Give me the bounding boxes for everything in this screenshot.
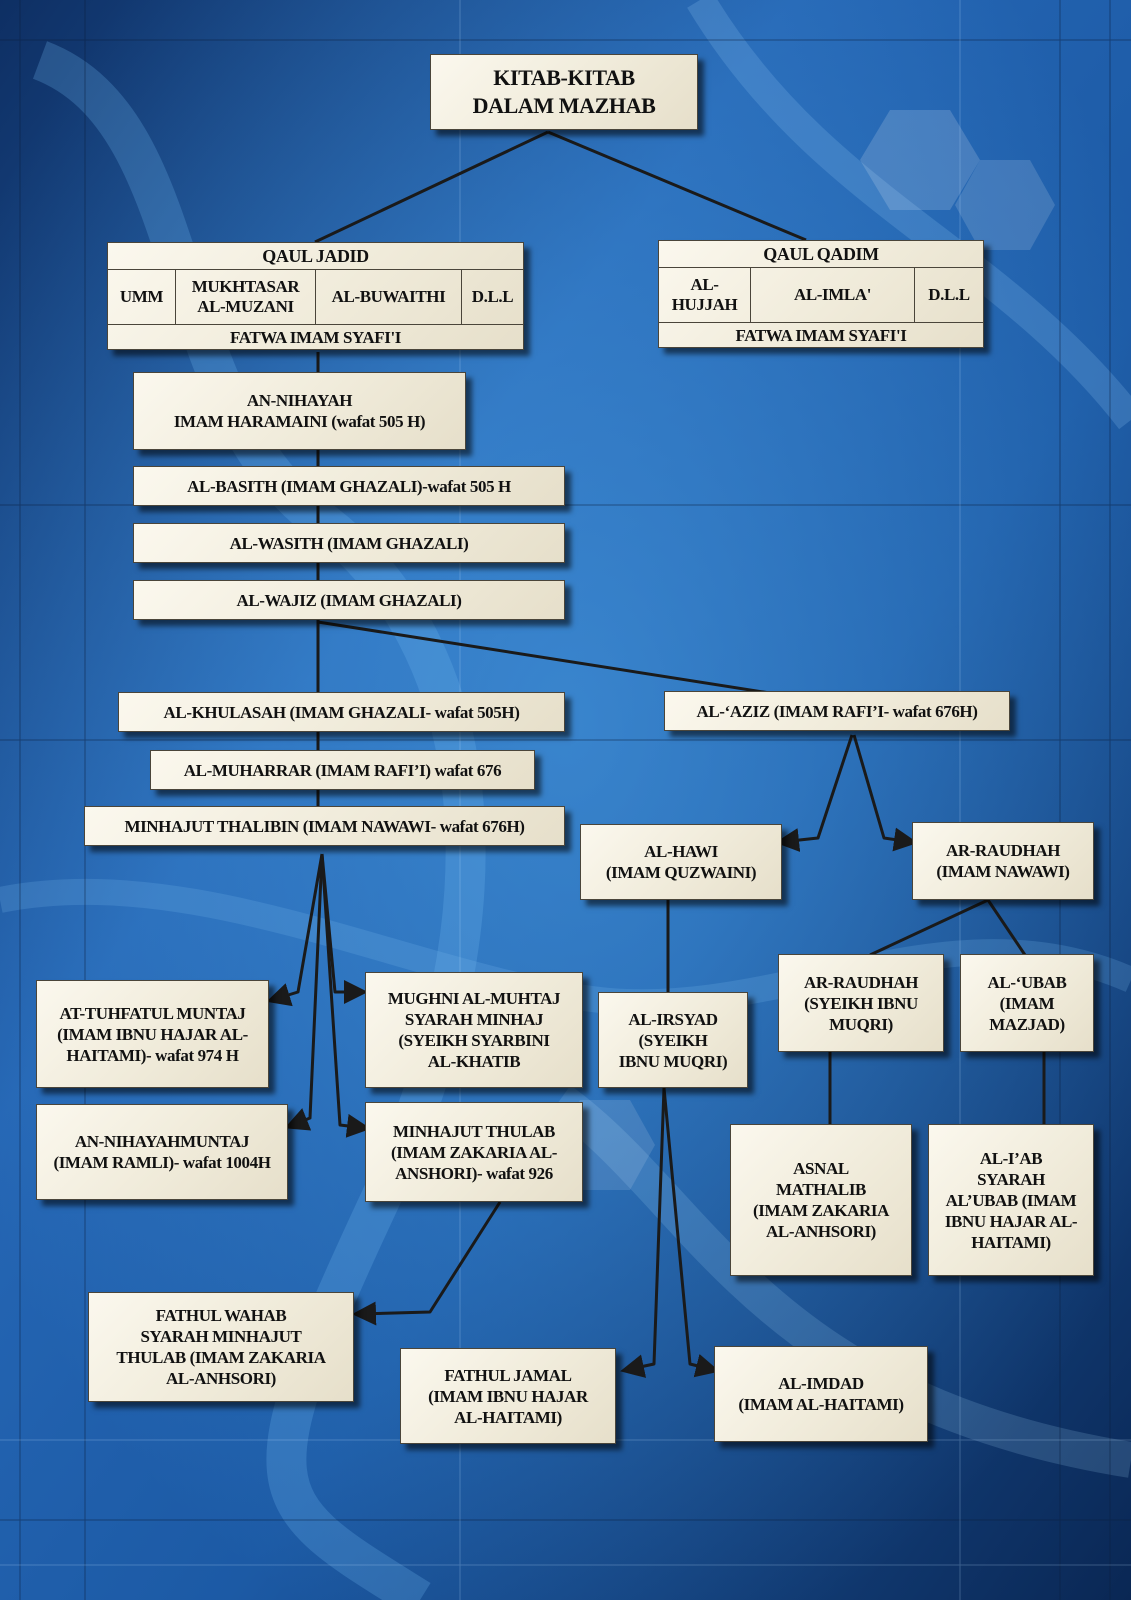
qaul-jadid-cell-umm: UMM <box>108 270 176 324</box>
book-al-aziz: AL-‘AZIZ (IMAM RAFI’I- wafat 676H) <box>664 691 1010 731</box>
book-line: AT-TUHFATUL MUNTAJ <box>59 1003 246 1023</box>
link-raudhah-muqri <box>869 898 989 957</box>
title-line-1: KITAB-KITAB <box>493 65 635 90</box>
book-fathul-jamal: FATHUL JAMAL (IMAM IBNU HAJAR AL-HAITAMI… <box>400 1348 616 1444</box>
book-minhajut-thulab: MINHAJUT THULAB (IMAM ZAKARIA AL- ANSHOR… <box>365 1102 583 1202</box>
book-line: AR-RAUDHAH <box>803 972 919 992</box>
book-mughni-al-muhtaj: MUGHNI AL-MUHTAJ SYARAH MINHAJ (SYEIKH S… <box>365 972 583 1088</box>
book-line: MATHALIB <box>775 1180 866 1199</box>
link-minhaj-thulab <box>320 853 371 1138</box>
book-line: AL-IMDAD <box>778 1374 864 1393</box>
link-thulab-wahab <box>352 1201 502 1326</box>
title-line-2: DALAM MAZHAB <box>472 93 656 118</box>
book-line: AL-‘UBAB <box>987 972 1067 992</box>
qaul-jadid-heading: QAUL JADID <box>108 243 523 270</box>
book-line: AL-ANHSORI) <box>166 1369 276 1388</box>
link-title-qadim <box>547 130 807 242</box>
book-line: (IMAM QUZWAINI) <box>605 863 757 882</box>
book-at-tuhfatul-muntaj: AT-TUHFATUL MUNTAJ (IMAM IBNU HAJAR AL- … <box>36 980 269 1088</box>
book-al-iab: AL-I’AB SYARAH AL’UBAB (IMAM IBNU HAJAR … <box>928 1124 1094 1276</box>
book-al-irsyad: AL-IRSYAD (SYEIKH IBNU MUQRI) <box>598 992 748 1088</box>
book-al-basith: AL-BASITH (IMAM GHAZALI)-wafat 505 H <box>133 466 565 506</box>
book-line: AL-HAWI <box>644 842 718 861</box>
qaul-jadid-cell-buwaithi: AL-BUWAITHI <box>316 270 462 324</box>
book-line: MUQRI) <box>829 1014 893 1034</box>
qaul-jadid-footer: FATWA IMAM SYAFI'I <box>229 328 401 347</box>
diagram-title: KITAB-KITAB DALAM MAZHAB <box>430 54 698 130</box>
book-al-ubab: AL-‘UBAB (IMAM MAZJAD) <box>960 954 1094 1052</box>
link-title-jadid <box>314 130 549 244</box>
book-al-khulasah: AL-KHULASAH (IMAM GHAZALI- wafat 505H) <box>118 692 565 732</box>
book-line: AL-I’AB <box>979 1148 1043 1168</box>
book-line: AL-IRSYAD <box>628 1009 718 1029</box>
book-line: AN-NIHAYAHMUNTAJ <box>74 1132 250 1151</box>
link-irsyad-imdad <box>662 1087 720 1378</box>
book-line: (IMAM RAMLI)- wafat 1004H <box>53 1153 271 1172</box>
book-line: (IMAM <box>999 993 1055 1013</box>
book-line: (IMAM AL-HAITAMI) <box>738 1395 904 1414</box>
book-line: THULAB (IMAM ZAKARIA <box>116 1348 326 1367</box>
link-irsyad-jamal <box>620 1087 666 1378</box>
qaul-qadim-cell-imla: AL-IMLA' <box>751 268 915 322</box>
book-minhajut-thalibin: MINHAJUT THALIBIN (IMAM NAWAWI- wafat 67… <box>84 806 565 846</box>
book-line: (IMAM NAWAWI) <box>936 862 1070 881</box>
link-aziz-raudhah <box>852 734 918 852</box>
book-al-wajiz: AL-WAJIZ (IMAM GHAZALI) <box>133 580 565 620</box>
book-line: IBNU HAJAR AL- <box>944 1211 1078 1231</box>
book-line: HAITAMI)- wafat 974 H <box>66 1045 239 1065</box>
book-line: FATHUL WAHAB <box>155 1306 287 1325</box>
book-line: (IMAM IBNU HAJAR <box>428 1386 588 1406</box>
link-wajiz-aziz <box>317 620 796 699</box>
book-line: AR-RAUDHAH <box>945 841 1061 860</box>
qaul-jadid-cell-dll: D.L.L <box>471 287 514 306</box>
book-line: AL’UBAB (IMAM <box>945 1190 1077 1210</box>
book-line: AL-KHATIB <box>427 1052 521 1071</box>
book-an-nihayah: AN-NIHAYAH IMAM HARAMAINI (wafat 505 H) <box>133 372 466 450</box>
book-line: (SYEIKH IBNU <box>804 993 918 1013</box>
book-line: ASNAL <box>793 1159 849 1178</box>
book-line: ANSHORI)- wafat 926 <box>395 1163 553 1183</box>
book-line: MINHAJUT THULAB <box>393 1121 555 1141</box>
book-an-nihayah-muhtaj: AN-NIHAYAHMUNTAJ (IMAM RAMLI)- wafat 100… <box>36 1104 288 1200</box>
link-minhaj-nihayah <box>284 853 324 1131</box>
book-line: AL-HAITAMI) <box>454 1407 562 1427</box>
book-line: (IMAM IBNU HAJAR AL- <box>57 1024 248 1044</box>
book-line: IMAM HARAMAINI (wafat 505 H) <box>173 412 426 431</box>
qaul-jadid-table: QAUL JADID UMM MUKHTASAR AL-MUZANI AL-BU… <box>107 242 524 350</box>
link-aziz-hawi <box>775 734 854 852</box>
book-line: (IMAM ZAKARIA <box>753 1201 889 1220</box>
book-line: (SYEIKH SYARBINI <box>398 1031 550 1050</box>
book-al-wasith: AL-WASITH (IMAM GHAZALI) <box>133 523 565 563</box>
qaul-qadim-cell-hujjah: AL-HUJJAH <box>659 268 751 322</box>
book-al-imdad: AL-IMDAD (IMAM AL-HAITAMI) <box>714 1346 928 1442</box>
qaul-qadim-cell-dll: D.L.L <box>928 285 970 304</box>
book-line: AL-ANHSORI) <box>766 1222 876 1241</box>
book-al-muharrar: AL-MUHARRAR (IMAM RAFI’I) wafat 676 <box>150 750 535 790</box>
link-raudhah-ubab <box>986 899 1027 956</box>
book-line: SYARAH MINHAJUT <box>140 1327 302 1346</box>
book-al-hawi: AL-HAWI (IMAM QUZWAINI) <box>580 824 782 900</box>
qaul-qadim-footer: FATWA IMAM SYAFI'I <box>735 326 907 345</box>
book-line: MAZJAD) <box>989 1014 1065 1034</box>
book-line: HAITAMI) <box>971 1232 1051 1252</box>
link-minhaj-tuhfah <box>266 853 324 1007</box>
book-ar-raudhah-muqri: AR-RAUDHAH (SYEIKH IBNU MUQRI) <box>778 954 944 1052</box>
book-line: IBNU MUQRI) <box>618 1051 728 1071</box>
book-line: (IMAM ZAKARIA AL- <box>390 1142 558 1162</box>
book-asnal-mathalib: ASNAL MATHALIB (IMAM ZAKARIA AL-ANHSORI) <box>730 1124 912 1276</box>
qaul-jadid-cell-muzani: MUKHTASAR AL-MUZANI <box>176 270 316 324</box>
book-line: MUGHNI AL-MUHTAJ <box>387 989 561 1008</box>
book-line: SYARAH <box>977 1169 1045 1189</box>
book-line: FATHUL JAMAL <box>444 1365 572 1385</box>
book-line: AN-NIHAYAH <box>246 391 353 410</box>
book-line: SYARAH MINHAJ <box>404 1010 544 1029</box>
book-line: (SYEIKH <box>638 1030 708 1050</box>
qaul-qadim-table: QAUL QADIM AL-HUJJAH AL-IMLA' D.L.L FATW… <box>658 240 984 348</box>
qaul-qadim-heading: QAUL QADIM <box>659 241 983 268</box>
book-fathul-wahab: FATHUL WAHAB SYARAH MINHAJUT THULAB (IMA… <box>88 1292 354 1402</box>
book-ar-raudhah-nawawi: AR-RAUDHAH (IMAM NAWAWI) <box>912 822 1094 900</box>
